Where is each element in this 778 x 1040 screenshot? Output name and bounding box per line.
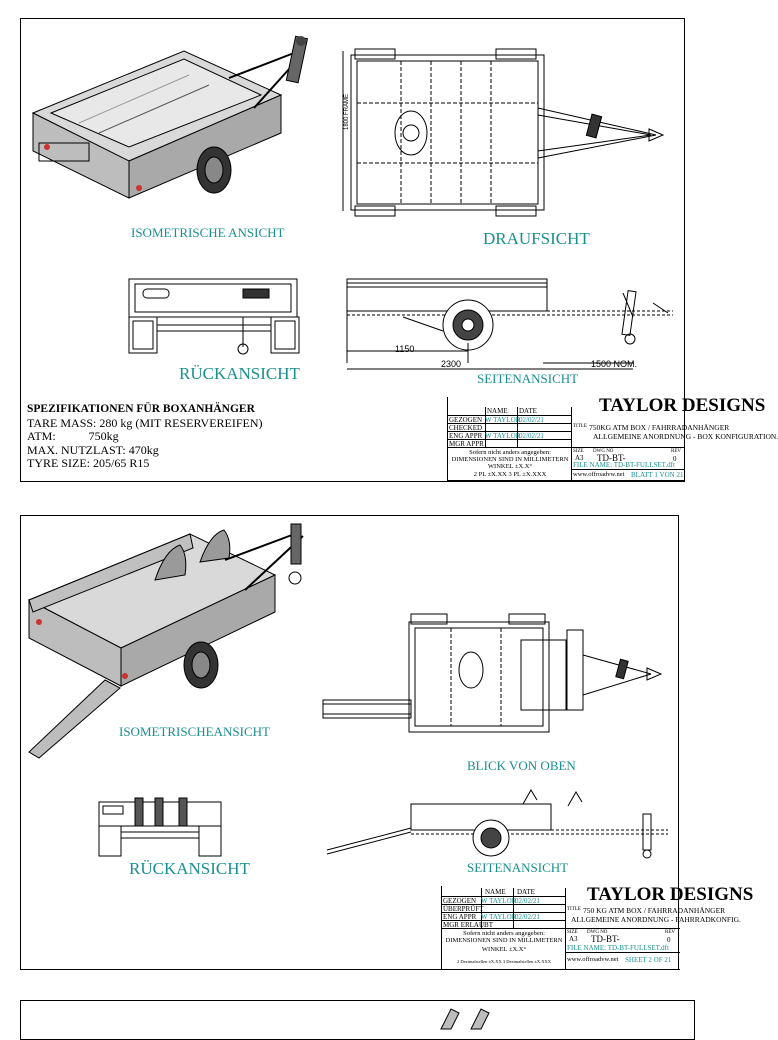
rear-view-drawing bbox=[125, 275, 305, 365]
tolerance-note-2: DIMENSIONEN SIND IN MILLIMETERN bbox=[445, 937, 563, 944]
spec-payload: MAX. NUTZLAST: 470kg bbox=[27, 442, 159, 457]
drawn-by-name: W TAYLOR bbox=[481, 897, 517, 905]
col-name-header: NAME bbox=[485, 888, 506, 896]
col-name-header: NAME bbox=[487, 407, 508, 415]
checked-label: ÜBERPRÜFT bbox=[443, 905, 484, 913]
col-date-header: DATE bbox=[517, 888, 535, 896]
drawn-by-label: GEZOGEN bbox=[443, 897, 477, 905]
rear-view-drawing bbox=[95, 798, 225, 858]
top-view-label: DRAUFSICHT bbox=[483, 229, 590, 248]
eng-appr-date: 02/02/21 bbox=[519, 432, 544, 440]
drawing-title-line-1: 750 KG ATM BOX / FAHRRADANHÄNGER bbox=[583, 906, 726, 915]
rev-value: 0 bbox=[667, 936, 671, 944]
drawn-by-name: W TAYLOR bbox=[485, 416, 521, 424]
isometric-view-label: ISOMETRISCHEANSICHT bbox=[119, 724, 270, 739]
side-view-label: SEITENANSICHT bbox=[477, 371, 579, 386]
eng-appr-name: W TAYLOR bbox=[481, 913, 517, 921]
size-label: SIZE bbox=[573, 449, 584, 454]
drawing-title-line-1: 750KG ATM BOX / FAHRRADANHÄNGER bbox=[589, 423, 730, 432]
rev-value: 0 bbox=[673, 455, 677, 463]
side-view-label: SEITENANSICHT bbox=[467, 860, 569, 875]
eng-appr-name: W TAYLOR bbox=[485, 432, 521, 440]
drawing-sheet-2: ISOMETRISCHEANSICHT BLICK VON OBEN RÜCKA… bbox=[20, 515, 753, 970]
drawn-by-date: 02/02/21 bbox=[519, 416, 544, 424]
frame-dimension: 1800 FRAME bbox=[344, 93, 351, 131]
rear-view-label: RÜCKANSICHT bbox=[179, 364, 300, 383]
drawn-by-label: GEZOGEN bbox=[449, 416, 483, 424]
spec-tare-mass: TARE MASS: 280 kg (MIT RESERVEREIFEN) bbox=[27, 415, 263, 430]
sheet-number: SHEET 2 OF 21 bbox=[625, 956, 672, 964]
dimension-1150: 1150 bbox=[395, 344, 415, 354]
drawn-by-date: 02/02/21 bbox=[515, 897, 540, 905]
dimension-1500-nom: 1500 NOM. bbox=[591, 359, 638, 369]
drawing-title-line-2: ALLGEMEINE ANORDNUNG - FAHRRADKONFIG. bbox=[571, 915, 741, 924]
tolerance-note-4: 2 Dezimalstellen ±X.XX 3 Dezimalstellen … bbox=[456, 959, 552, 964]
tolerance-note-3: WINKEL ±X.X° bbox=[481, 946, 527, 953]
dwg-no-value: TD-BT- bbox=[597, 453, 626, 463]
dwg-no-label: DWG NO bbox=[587, 930, 608, 935]
size-value: A3 bbox=[569, 935, 578, 943]
spec-title: SPEZIFIKATIONEN FÜR BOXANHÄNGER bbox=[27, 403, 255, 415]
tolerance-note-4: 2 PL ±X.XX 3 PL ±X.XXX bbox=[473, 471, 547, 478]
spec-atm: ATM: 750kg bbox=[27, 429, 119, 443]
top-view-drawing bbox=[321, 610, 666, 740]
title-block: NAME DATE GEZOGEN W TAYLOR 02/02/21 ÜBER… bbox=[441, 884, 753, 970]
rear-view-label: RÜCKANSICHT bbox=[129, 859, 250, 878]
file-name: FILE NAME: TD-BT-FULLSET.dft bbox=[567, 944, 669, 952]
mgr-appr-label: MGR ERLAUBT bbox=[443, 921, 493, 929]
eng-appr-label: ENG APPR bbox=[443, 913, 477, 921]
isometric-view-label: ISOMETRISCHE ANSICHT bbox=[131, 225, 285, 240]
side-view-drawing bbox=[323, 798, 668, 858]
side-view-drawing bbox=[343, 273, 673, 373]
tolerance-note-3: WINKEL ±X.X° bbox=[487, 463, 533, 470]
checked-label: CHECKED bbox=[449, 424, 483, 432]
rev-label: REV bbox=[665, 930, 675, 935]
company-name: TAYLOR DESIGNS bbox=[599, 395, 766, 416]
drawing-sheet-1: ISOMETRISCHE ANSICHT 1800 FRAME DRAUFSIC… bbox=[20, 18, 778, 482]
isometric-view-drawing bbox=[29, 33, 329, 223]
tolerance-note-2: DIMENSIONEN SIND IN MILLIMETERN bbox=[451, 456, 569, 463]
drawing-title-line-2: ALLGEMEINE ANORDNUNG - BOX KONFIGURATION… bbox=[593, 432, 778, 441]
company-name: TAYLOR DESIGNS bbox=[587, 884, 754, 905]
size-value: A3 bbox=[575, 454, 584, 462]
file-name: FILE NAME: TD-BT-FULLSET.dft bbox=[573, 461, 675, 469]
eng-appr-date: 02/02/21 bbox=[515, 913, 540, 921]
col-date-header: DATE bbox=[519, 407, 537, 415]
rev-label: REV bbox=[671, 449, 681, 454]
specification-block: SPEZIFIKATIONEN FÜR BOXANHÄNGER TARE MAS… bbox=[27, 403, 263, 471]
dwg-no-value: TD-BT- bbox=[591, 934, 620, 944]
isometric-view-drawing bbox=[431, 1005, 511, 1029]
website: www.offroadvw.net bbox=[567, 956, 619, 963]
size-label: SIZE bbox=[567, 930, 578, 935]
top-view-label: BLICK VON OBEN bbox=[467, 758, 576, 773]
title-block: NAME DATE GEZOGEN W TAYLOR 02/02/21 CHEC… bbox=[447, 395, 778, 481]
tolerance-note-1: Sofern nicht anders angegeben: bbox=[463, 930, 545, 937]
dimension-2300: 2300 bbox=[441, 359, 462, 369]
title-label: TITLE bbox=[567, 907, 581, 912]
top-view-drawing bbox=[331, 43, 676, 218]
website: www.offroadvw.net bbox=[573, 471, 625, 478]
eng-appr-label: ENG APPR bbox=[449, 432, 483, 440]
tolerance-note-1: Sofern nicht anders angegeben: bbox=[469, 449, 551, 456]
drawing-sheet-3 bbox=[20, 1000, 695, 1040]
mgr-appr-label: MGR APPR bbox=[449, 440, 484, 448]
spec-tyre-size: TYRE SIZE: 205/65 R15 bbox=[27, 456, 150, 470]
isometric-view-drawing bbox=[25, 520, 315, 760]
dwg-no-label: DWG NO bbox=[593, 449, 614, 454]
sheet-number: BLATT 1 VON 21 bbox=[631, 471, 684, 479]
title-label: TITLE bbox=[573, 424, 587, 429]
